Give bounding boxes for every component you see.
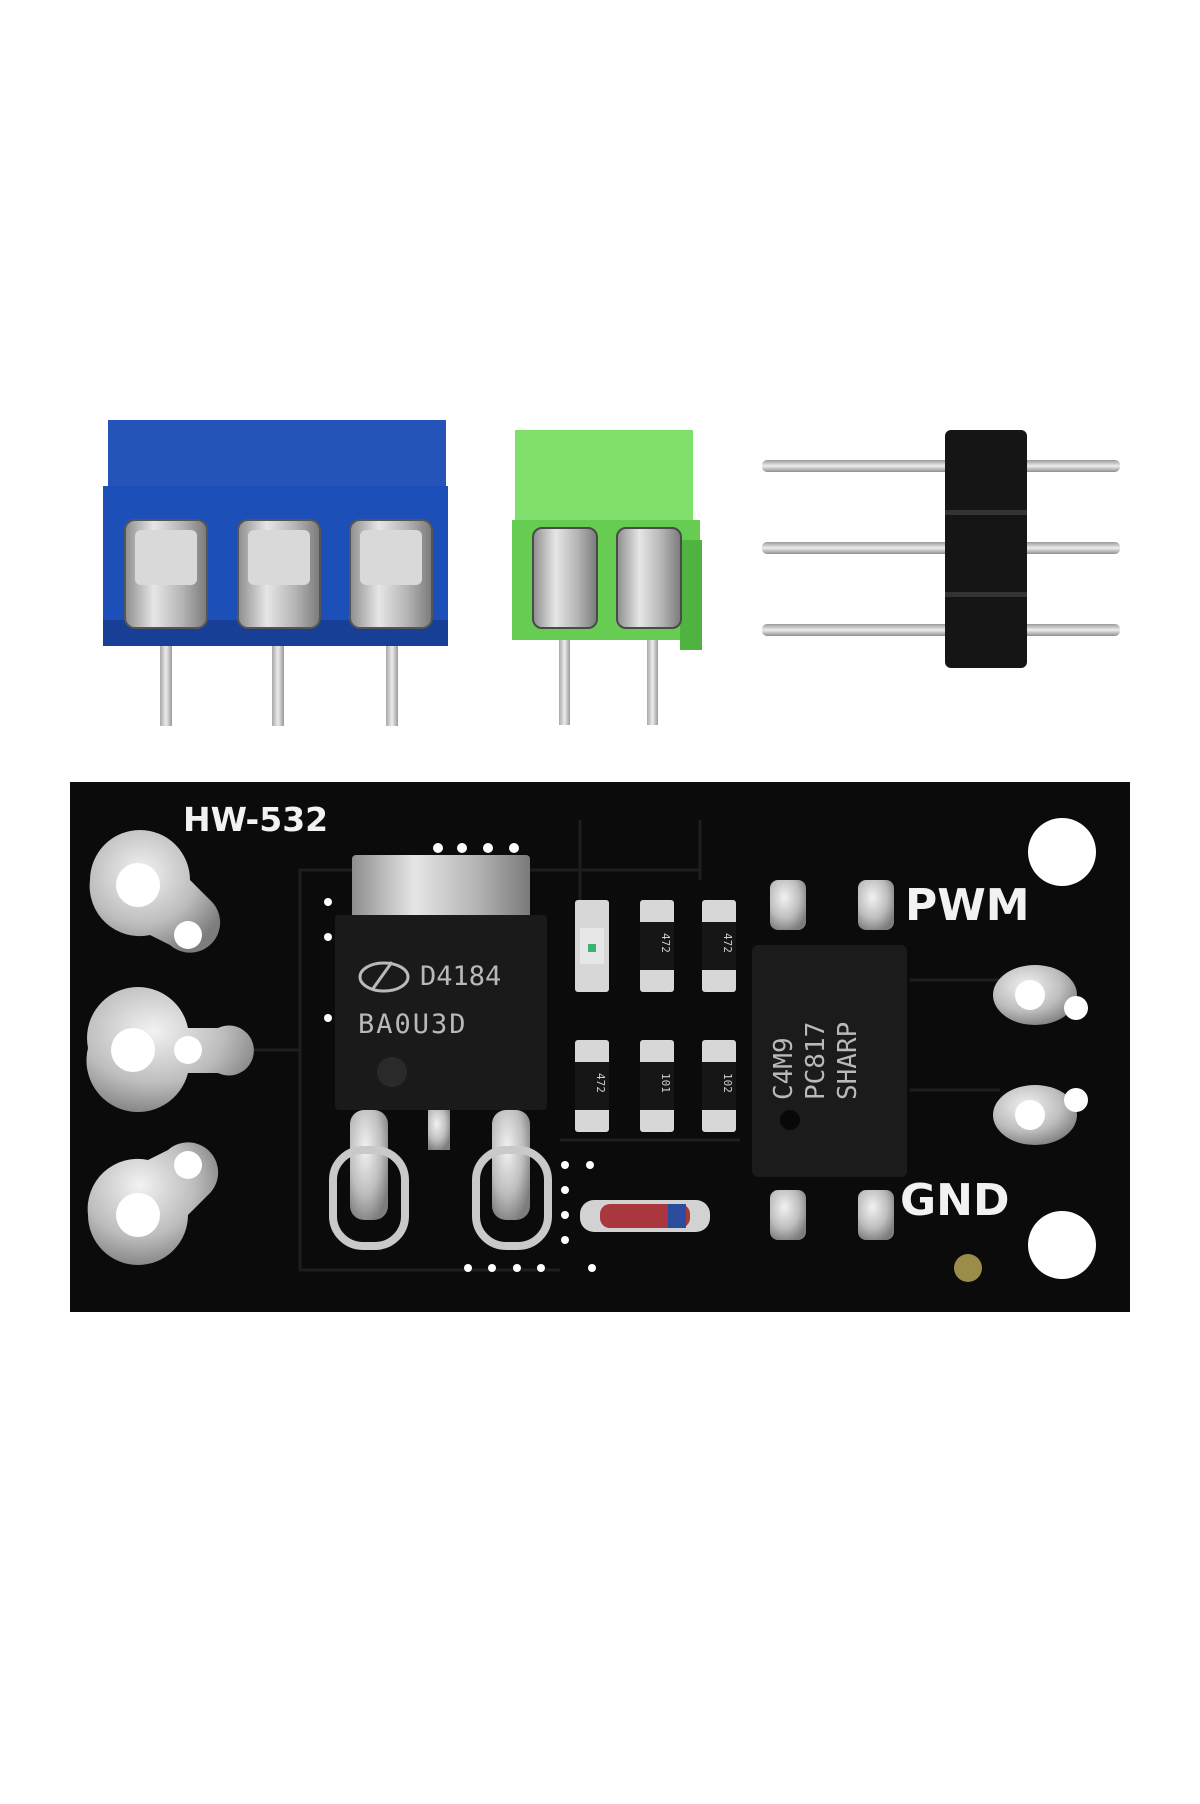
3-pin-male-header [762,430,1120,668]
mosfet-part-number: D4184 [420,961,501,992]
signal-pad-2 [993,1085,1088,1145]
via-holes [324,843,596,1272]
opto-date-code: C4M9 [769,1037,799,1100]
flyback-diode [580,1200,710,1232]
resistor-r2-code: 472 [721,933,734,953]
mosfet-lot-code: BA0U3D [358,1009,468,1040]
optocoupler-chip: C4M9 PC817 SHARP [752,880,907,1240]
board-model-label: HW-532 [183,800,328,839]
screw-clamp-1 [124,519,208,629]
resistor-r1: 472 [640,900,674,992]
screw-clamp-2 [237,519,321,629]
blue-3-pin-screw-terminal [103,420,448,726]
smd-status-led [575,900,609,992]
opto-brand: SHARP [833,1022,863,1100]
signal-pad-1 [993,965,1088,1025]
resistor-r3: 472 [575,1040,609,1132]
screw-clamp-5 [616,527,682,629]
screw-clamp-3 [349,519,433,629]
resistor-r4-code: 101 [659,1073,672,1093]
mosfet-module-pcb: HW-532 PWM GND D4184 BA0U3D [70,782,1130,1312]
resistor-r4: 101 [640,1040,674,1132]
opto-part-number: PC817 [801,1022,831,1100]
resistor-r1-code: 472 [659,933,672,953]
pwm-pin-label: PWM [905,880,1030,931]
resistor-r3-code: 472 [594,1073,607,1093]
screw-clamp-4 [532,527,598,629]
mosfet-chip: D4184 BA0U3D [329,855,552,1250]
resistor-r2: 472 [702,900,736,992]
mounting-hole-bottom-right [1028,1211,1096,1279]
power-pad-top [89,830,221,953]
mounting-hole-top-right [1028,818,1096,886]
gnd-pin-label: GND [900,1175,1009,1226]
resistor-r5: 102 [702,1040,736,1132]
power-pad-middle [86,987,254,1113]
manufacturer-logo-icon [358,961,410,993]
green-2-pin-screw-terminal [512,430,702,725]
test-pad [954,1254,982,1282]
power-pad-bottom [87,1142,219,1265]
resistor-r5-code: 102 [721,1073,734,1093]
